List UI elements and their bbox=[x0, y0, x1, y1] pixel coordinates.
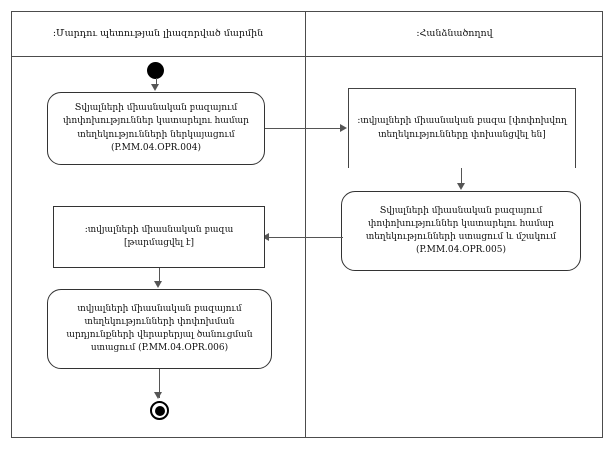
arrowhead-start-to-opr004 bbox=[151, 84, 159, 91]
edge-opr005-to-object-updated bbox=[265, 237, 343, 238]
arrowhead-opr006-to-final bbox=[154, 392, 162, 399]
arrowhead-object-updated-to-opr006 bbox=[154, 281, 162, 288]
edge-opr004-to-object-transferred bbox=[265, 128, 341, 129]
action-node-opr005[interactable]: Տվյալների միասնական բազայում փոփոխությու… bbox=[341, 191, 581, 271]
initial-node bbox=[147, 62, 164, 79]
edge-start-to-opr004 bbox=[155, 78, 157, 87]
arrowhead-opr005-to-object-updated bbox=[262, 233, 269, 241]
lane-vertical-divider bbox=[305, 11, 306, 438]
edge-object-updated-to-opr006 bbox=[158, 268, 160, 284]
object-node-data-updated[interactable]: :տվյալների միասնական բազա [թարմացվել է] bbox=[53, 206, 265, 268]
lane-header-right: :Հանձնածողով bbox=[416, 27, 493, 39]
lane-header-separator bbox=[11, 56, 603, 57]
edge-opr006-to-final bbox=[158, 369, 160, 398]
object-node-data-transferred[interactable]: :տվյալների միասնական բազա [փոփոխվող տեղե… bbox=[348, 88, 576, 168]
edge-object-transferred-to-opr005 bbox=[461, 168, 462, 186]
action-node-opr004[interactable]: Տվյալների միասնական բազայում փոփոխությու… bbox=[47, 92, 265, 165]
action-node-opr006[interactable]: տվյալների միասնական բազայում տեղեկությու… bbox=[47, 289, 272, 369]
arrowhead-object-transferred-to-opr005 bbox=[456, 183, 465, 190]
lane-header-left: :Մարդու պետության լիազորված մարմին bbox=[52, 27, 264, 39]
arrowhead-opr004-to-object-transferred bbox=[340, 124, 347, 132]
final-node bbox=[150, 401, 169, 420]
